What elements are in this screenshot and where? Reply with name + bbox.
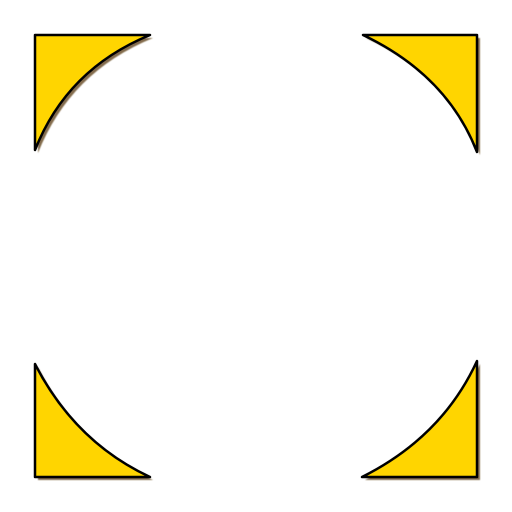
top-right-corner xyxy=(361,33,479,154)
bottom-left-corner xyxy=(33,362,152,479)
bottom-right-corner xyxy=(360,359,479,479)
top-left-corner xyxy=(33,33,152,152)
corner-shadows xyxy=(38,38,480,480)
